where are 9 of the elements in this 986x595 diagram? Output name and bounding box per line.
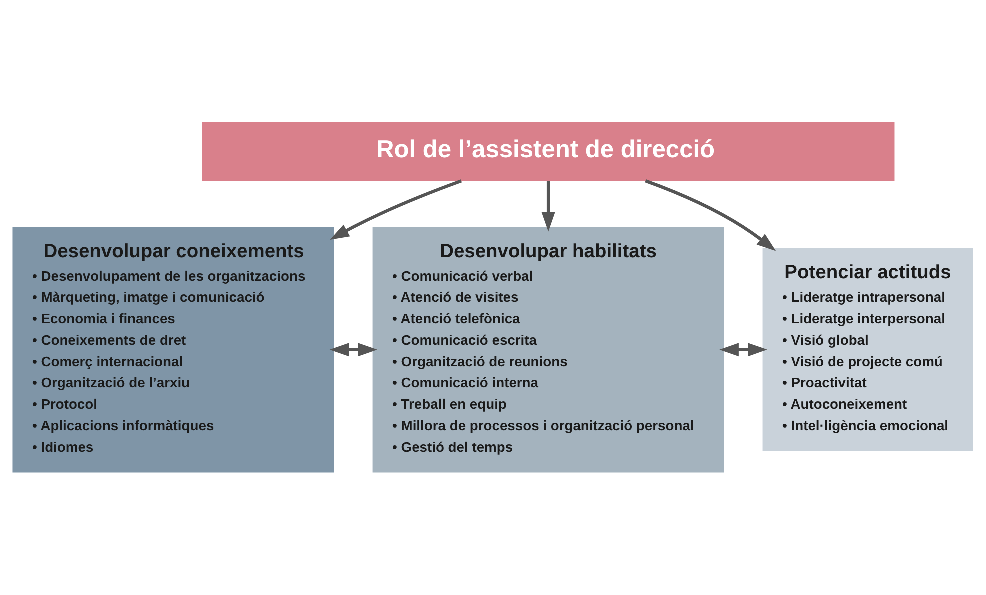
arrow: [542, 181, 556, 232]
arrow: [330, 343, 378, 357]
arrow: [330, 180, 462, 240]
node-box: Potenciar actituds • Lideratge intrapersonal • Lideratge interpersonal • Visió global • Visió de projecte comú • Proactivitat • Autoconeixement • Intel·ligència emocional: [762, 248, 974, 452]
node-box: Desenvolupar coneixements • Desenvolupament de les organitzacions • Màrqueting, imatge i comunicació • Economia i finances • Coneixements de dret • Comerç internacional • Organització de l’arxiu • Protocol • Aplicacions informàtiques • Idiomes: [12, 226, 334, 473]
node-box: Desenvolupar habilitats • Comunicació verbal • Atenció de visites • Atenció telefònica • Comunicació escrita • Organització de reunions • Comunicació interna • Treball en equip • Millora de processos i organització personal • Gestió del temps: [372, 226, 724, 473]
arrow: [645, 180, 776, 252]
node-box: Rol de l’assistent de direcció: [202, 122, 895, 182]
arrow: [720, 343, 768, 357]
